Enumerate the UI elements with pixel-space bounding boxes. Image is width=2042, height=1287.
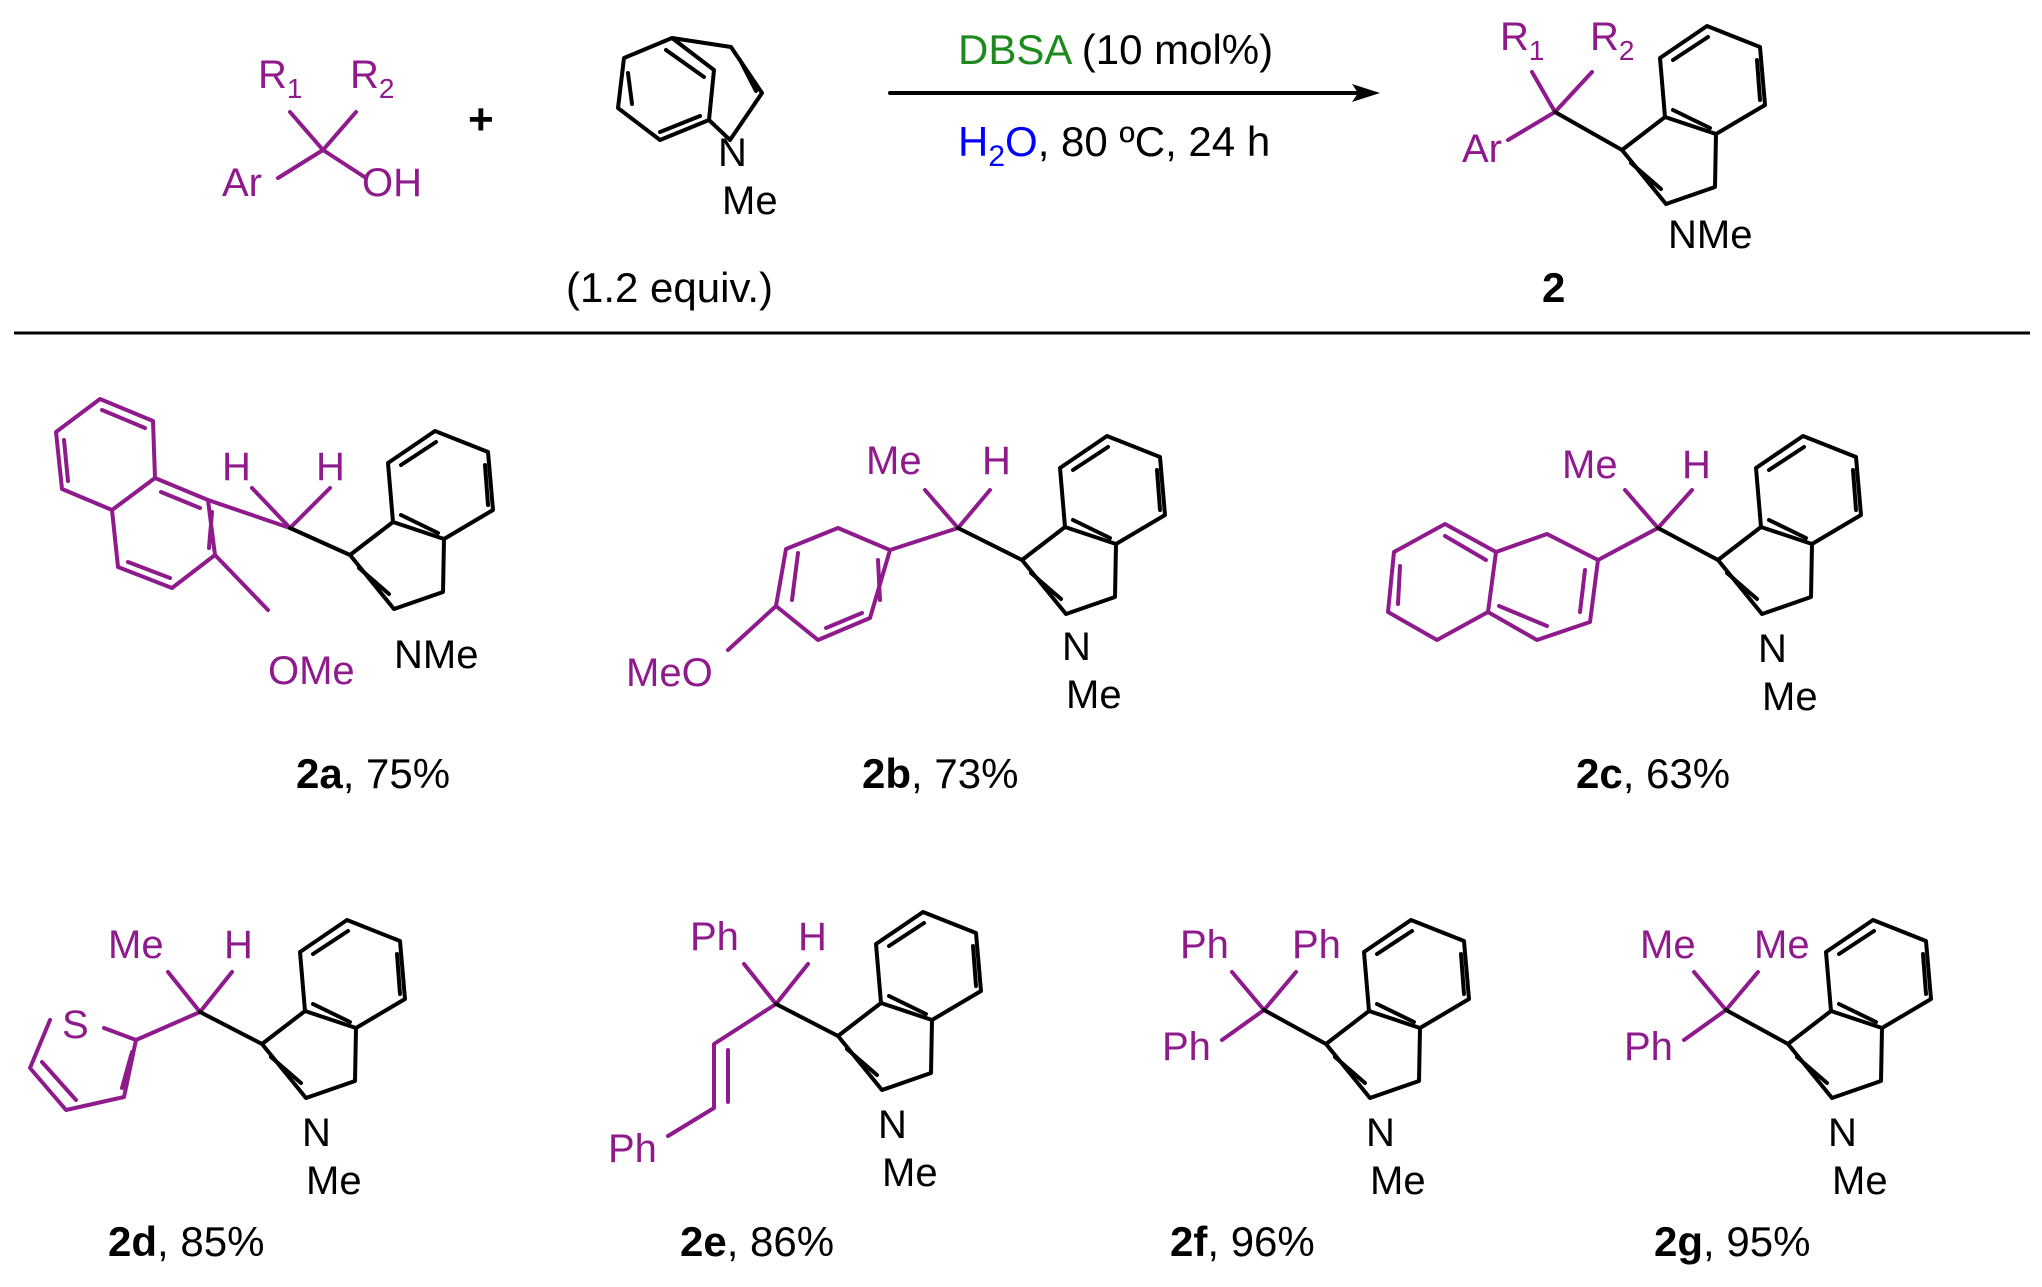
2e-h-label: H <box>798 915 827 959</box>
2f-n-label: N <box>1366 1111 1395 1155</box>
ar-label: Ar <box>222 161 262 205</box>
plus-sign: + <box>468 95 494 144</box>
product-general: R1 R2 Ar NMe 2 <box>1462 15 1767 311</box>
2f-caption: 2f, 96% <box>1170 1218 1315 1265</box>
2f-ph3-label: Ph <box>1162 1025 1211 1069</box>
2g-me-n-label: Me <box>1832 1159 1888 1203</box>
indole-me-label: Me <box>722 179 778 223</box>
2b-meo-label: MeO <box>626 651 713 695</box>
2g-me1-label: Me <box>1640 923 1696 967</box>
2d-me-n-label: Me <box>306 1159 362 1203</box>
2a-h1-label: H <box>222 445 251 489</box>
product-ar-label: Ar <box>1462 127 1502 171</box>
2g-n-label: N <box>1828 1111 1857 1155</box>
2a-nme-label: NMe <box>394 633 478 677</box>
2c-n-label: N <box>1758 627 1787 671</box>
2e-ph1-label: Ph <box>690 915 739 959</box>
2d-s-label: S <box>62 1003 89 1047</box>
2a-h2-label: H <box>316 445 345 489</box>
2d-caption: 2d, 85% <box>108 1218 264 1265</box>
2b-caption: 2b, 73% <box>862 750 1018 797</box>
indole-bonds <box>616 36 764 142</box>
product-2c: Me H N Me 2c, 63% <box>1386 434 1863 797</box>
2d-h-label: H <box>224 923 253 967</box>
2g-ph-label: Ph <box>1624 1025 1673 1069</box>
product-2d: Me H S N Me 2d, 85% <box>28 918 407 1265</box>
product-2g: Me Me Ph N Me 2g, 95% <box>1624 918 1933 1265</box>
2c-me-label: Me <box>1562 443 1618 487</box>
product-2b: Me H MeO N Me 2b, 73% <box>626 434 1167 797</box>
product-2a: H H OMe NMe 2a, 75% <box>54 397 495 797</box>
equiv-label: (1.2 equiv.) <box>566 264 773 311</box>
2b-h-label: H <box>982 439 1011 483</box>
2b-me-label: Me <box>866 439 922 483</box>
2b-n-label: N <box>1062 625 1091 669</box>
2e-caption: 2e, 86% <box>680 1218 834 1265</box>
2e-ph2-label: Ph <box>608 1127 657 1171</box>
2e-n-label: N <box>878 1103 907 1147</box>
r1-label: R1 <box>258 53 302 104</box>
2c-h-label: H <box>1682 443 1711 487</box>
reactant-alcohol-bonds <box>276 110 368 180</box>
2a-caption: 2a, 75% <box>296 750 450 797</box>
reactant-alcohol: R1 R2 Ar OH <box>222 53 422 205</box>
indole-n-label: N <box>718 131 747 175</box>
2b-me-n-label: Me <box>1066 673 1122 717</box>
2f-ph2-label: Ph <box>1292 923 1341 967</box>
2f-ph1-label: Ph <box>1180 923 1229 967</box>
2d-me-label: Me <box>108 923 164 967</box>
oh-label: OH <box>362 161 422 205</box>
2f-me-n-label: Me <box>1370 1159 1426 1203</box>
product-r2-label: R2 <box>1590 15 1634 66</box>
reactant-n-methylindole: N Me (1.2 equiv.) <box>566 36 778 311</box>
catalyst-label: DBSA (10 mol%) <box>958 26 1273 73</box>
2g-me2-label: Me <box>1754 923 1810 967</box>
2g-caption: 2g, 95% <box>1654 1218 1810 1265</box>
product-2e: Ph H Ph N Me 2e, 86% <box>608 910 983 1265</box>
2e-me-n-label: Me <box>882 1151 938 1195</box>
reaction-arrow: DBSA (10 mol%) H2O, 80 ºC, 24 h <box>888 26 1380 173</box>
2c-caption: 2c, 63% <box>1576 750 1730 797</box>
conditions-label: H2O, 80 ºC, 24 h <box>958 118 1270 173</box>
product-nme-label: NMe <box>1668 213 1752 257</box>
2c-me-n-label: Me <box>1762 675 1818 719</box>
2a-ome-label: OMe <box>268 649 355 693</box>
product-2f: Ph Ph Ph N Me 2f, 96% <box>1162 918 1471 1265</box>
product-number-label: 2 <box>1542 264 1565 311</box>
2d-n-label: N <box>302 1111 331 1155</box>
product-r1-label: R1 <box>1500 15 1544 66</box>
r2-label: R2 <box>350 53 394 104</box>
